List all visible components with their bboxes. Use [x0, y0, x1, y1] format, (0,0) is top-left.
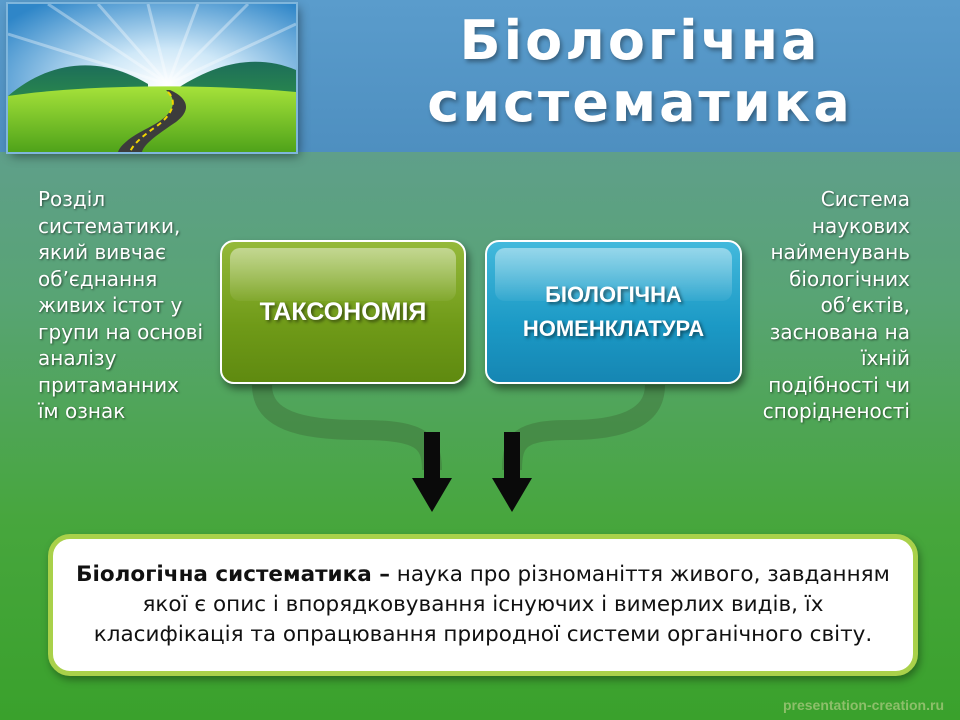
- right-note-line: об’єктів,: [820, 293, 910, 317]
- right-note-line: біологічних: [789, 266, 910, 291]
- left-note-line: аналізу: [38, 346, 117, 370]
- title-line-2: систематика: [427, 71, 853, 134]
- right-note-line: подібності чи: [768, 372, 910, 397]
- left-note-line: живих істот у: [38, 293, 183, 317]
- arrow-shadow-right: [502, 384, 665, 471]
- page-title: Біологічна систематика: [380, 10, 900, 134]
- definition-term: Біологічна систематика –: [76, 562, 390, 587]
- definition-text: Біологічна систематика – наука про різно…: [73, 560, 893, 650]
- right-note-line: їхній: [860, 346, 910, 370]
- left-note-line: який вивчає: [38, 240, 167, 264]
- arrow-right: [492, 432, 532, 512]
- definition-box: Біологічна систематика – наука про різно…: [48, 534, 918, 676]
- nomenclature-box: БІОЛОГІЧНА НОМЕНКЛАТУРА: [485, 240, 742, 384]
- box-gloss: [495, 248, 732, 302]
- watermark: presentation-creation.ru: [782, 697, 944, 713]
- nomenclature-line-1: БІОЛОГІЧНА: [545, 282, 682, 307]
- nomenclature-description: Система наукових найменувань біологічних…: [730, 186, 910, 425]
- box-gloss: [230, 248, 456, 302]
- taxonomy-box: ТАКСОНОМІЯ: [220, 240, 466, 384]
- left-note-line: їм ознак: [38, 399, 126, 423]
- title-line-1: Біологічна: [459, 9, 821, 72]
- right-note-line: заснована на: [769, 319, 910, 344]
- landscape-road-image: [7, 2, 297, 153]
- right-note-line: наукових: [811, 213, 910, 238]
- right-note-line: Система: [820, 187, 910, 211]
- taxonomy-label: ТАКСОНОМІЯ: [259, 297, 427, 326]
- definition-body: наука про різноманіття живого, завданням…: [93, 562, 890, 647]
- nomenclature-line-2: НОМЕНКЛАТУРА: [522, 316, 705, 341]
- right-note-line: найменувань: [770, 240, 910, 264]
- taxonomy-description: Розділ систематики, який вивчає об’єднан…: [38, 186, 228, 425]
- left-note-line: притаманних: [38, 372, 180, 397]
- right-note-line: спорідненості: [762, 399, 910, 423]
- nomenclature-label: БІОЛОГІЧНА НОМЕНКЛАТУРА: [523, 278, 704, 346]
- left-note-line: Розділ: [38, 187, 106, 211]
- left-note-line: об’єднання: [38, 266, 158, 291]
- left-note-line: систематики,: [38, 213, 181, 238]
- left-note-line: групи на основі: [38, 319, 204, 344]
- arrow-shadow-left: [252, 384, 442, 471]
- arrow-left: [412, 432, 452, 512]
